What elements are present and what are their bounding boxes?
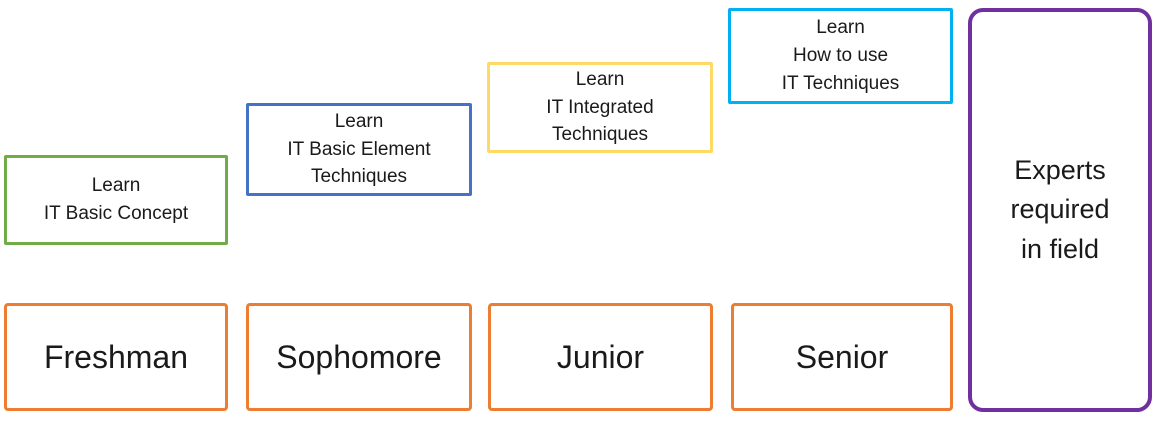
learn-box-line: Learn bbox=[575, 68, 625, 90]
learn-box-sophomore: Learn IT Basic Element Techniques bbox=[246, 103, 472, 196]
stage-box-sophomore: Sophomore bbox=[246, 303, 472, 411]
learn-box-line: Learn bbox=[91, 175, 141, 197]
learn-box-line: Techniques bbox=[551, 124, 649, 146]
stage-box-label: Freshman bbox=[43, 338, 189, 375]
learn-box-line: IT Techniques bbox=[781, 72, 900, 94]
learn-box-line: Learn bbox=[816, 17, 865, 39]
stage-box-freshman: Freshman bbox=[4, 303, 228, 411]
experts-box: Experts required in field bbox=[968, 8, 1152, 412]
learn-box-senior: Learn How to use IT Techniques bbox=[728, 8, 953, 104]
learn-box-line: How to use bbox=[792, 45, 889, 67]
learn-box-line: IT Basic Concept bbox=[43, 203, 189, 224]
stage-box-junior: Junior bbox=[488, 303, 713, 411]
experts-box-line: in field bbox=[1020, 233, 1100, 264]
stage-box-senior: Senior bbox=[731, 303, 953, 411]
learn-box-line: Techniques bbox=[310, 166, 408, 188]
stage-box-label: Sophomore bbox=[276, 338, 442, 375]
stage-box-label: Senior bbox=[795, 338, 889, 375]
learn-box-junior: Learn IT Integrated Techniques bbox=[487, 62, 713, 153]
learn-box-freshman: Learn IT Basic Concept bbox=[4, 155, 228, 245]
stage-box-label: Junior bbox=[556, 338, 645, 375]
experts-box-line: required bbox=[1010, 194, 1110, 225]
learn-box-line: IT Integrated bbox=[546, 96, 654, 118]
learn-box-line: Learn bbox=[334, 110, 384, 132]
experts-box-line: Experts bbox=[1014, 155, 1106, 186]
learn-box-line: IT Basic Element bbox=[287, 138, 431, 160]
